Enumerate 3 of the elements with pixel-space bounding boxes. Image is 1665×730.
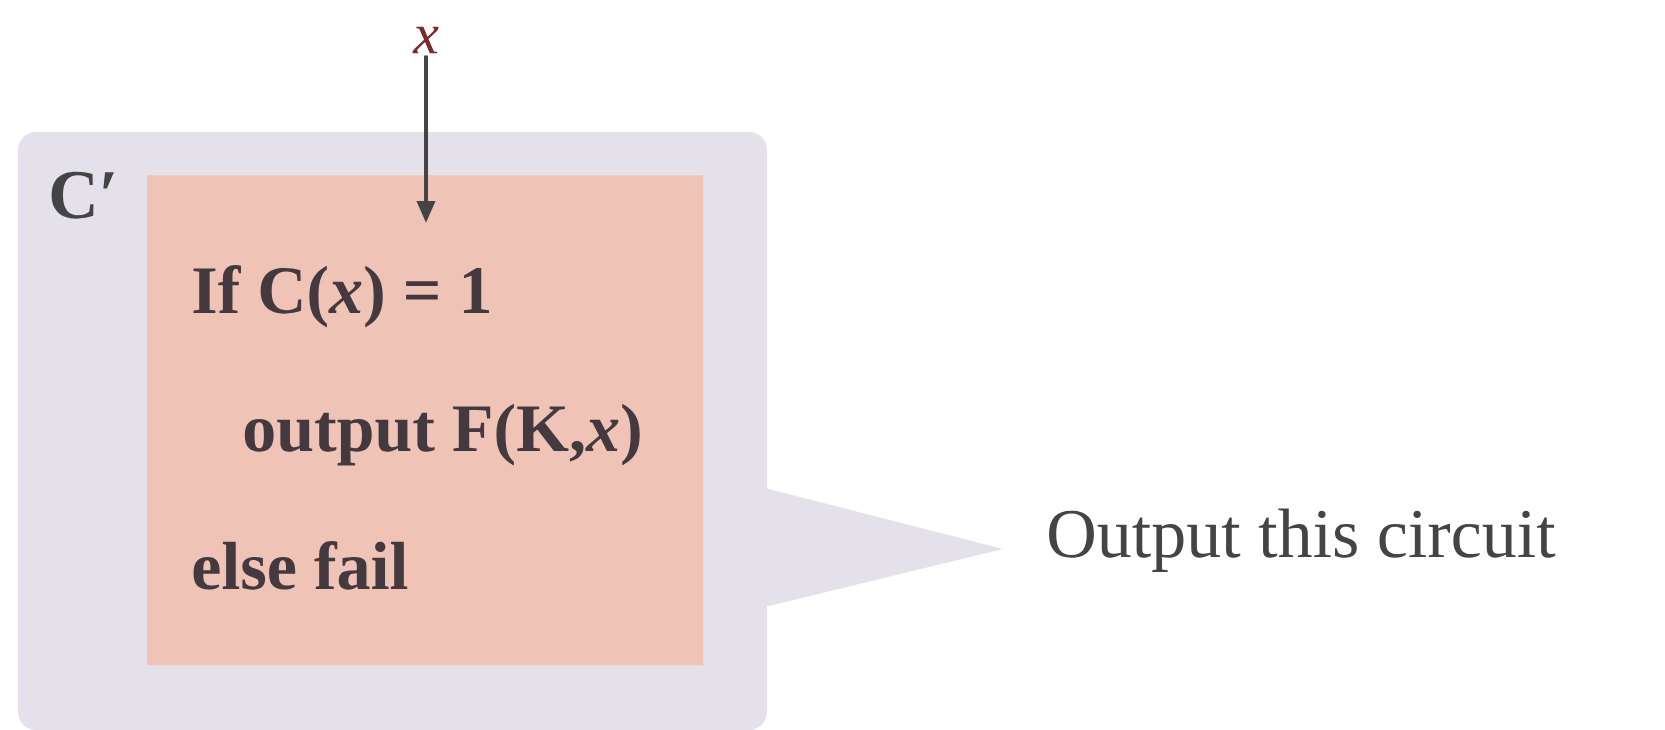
code-box: If C(x) = 1 output F(K,x) else fail (147, 175, 704, 666)
input-label: x (412, 26, 439, 54)
callout-text: Output this circuit (1049, 508, 1556, 572)
